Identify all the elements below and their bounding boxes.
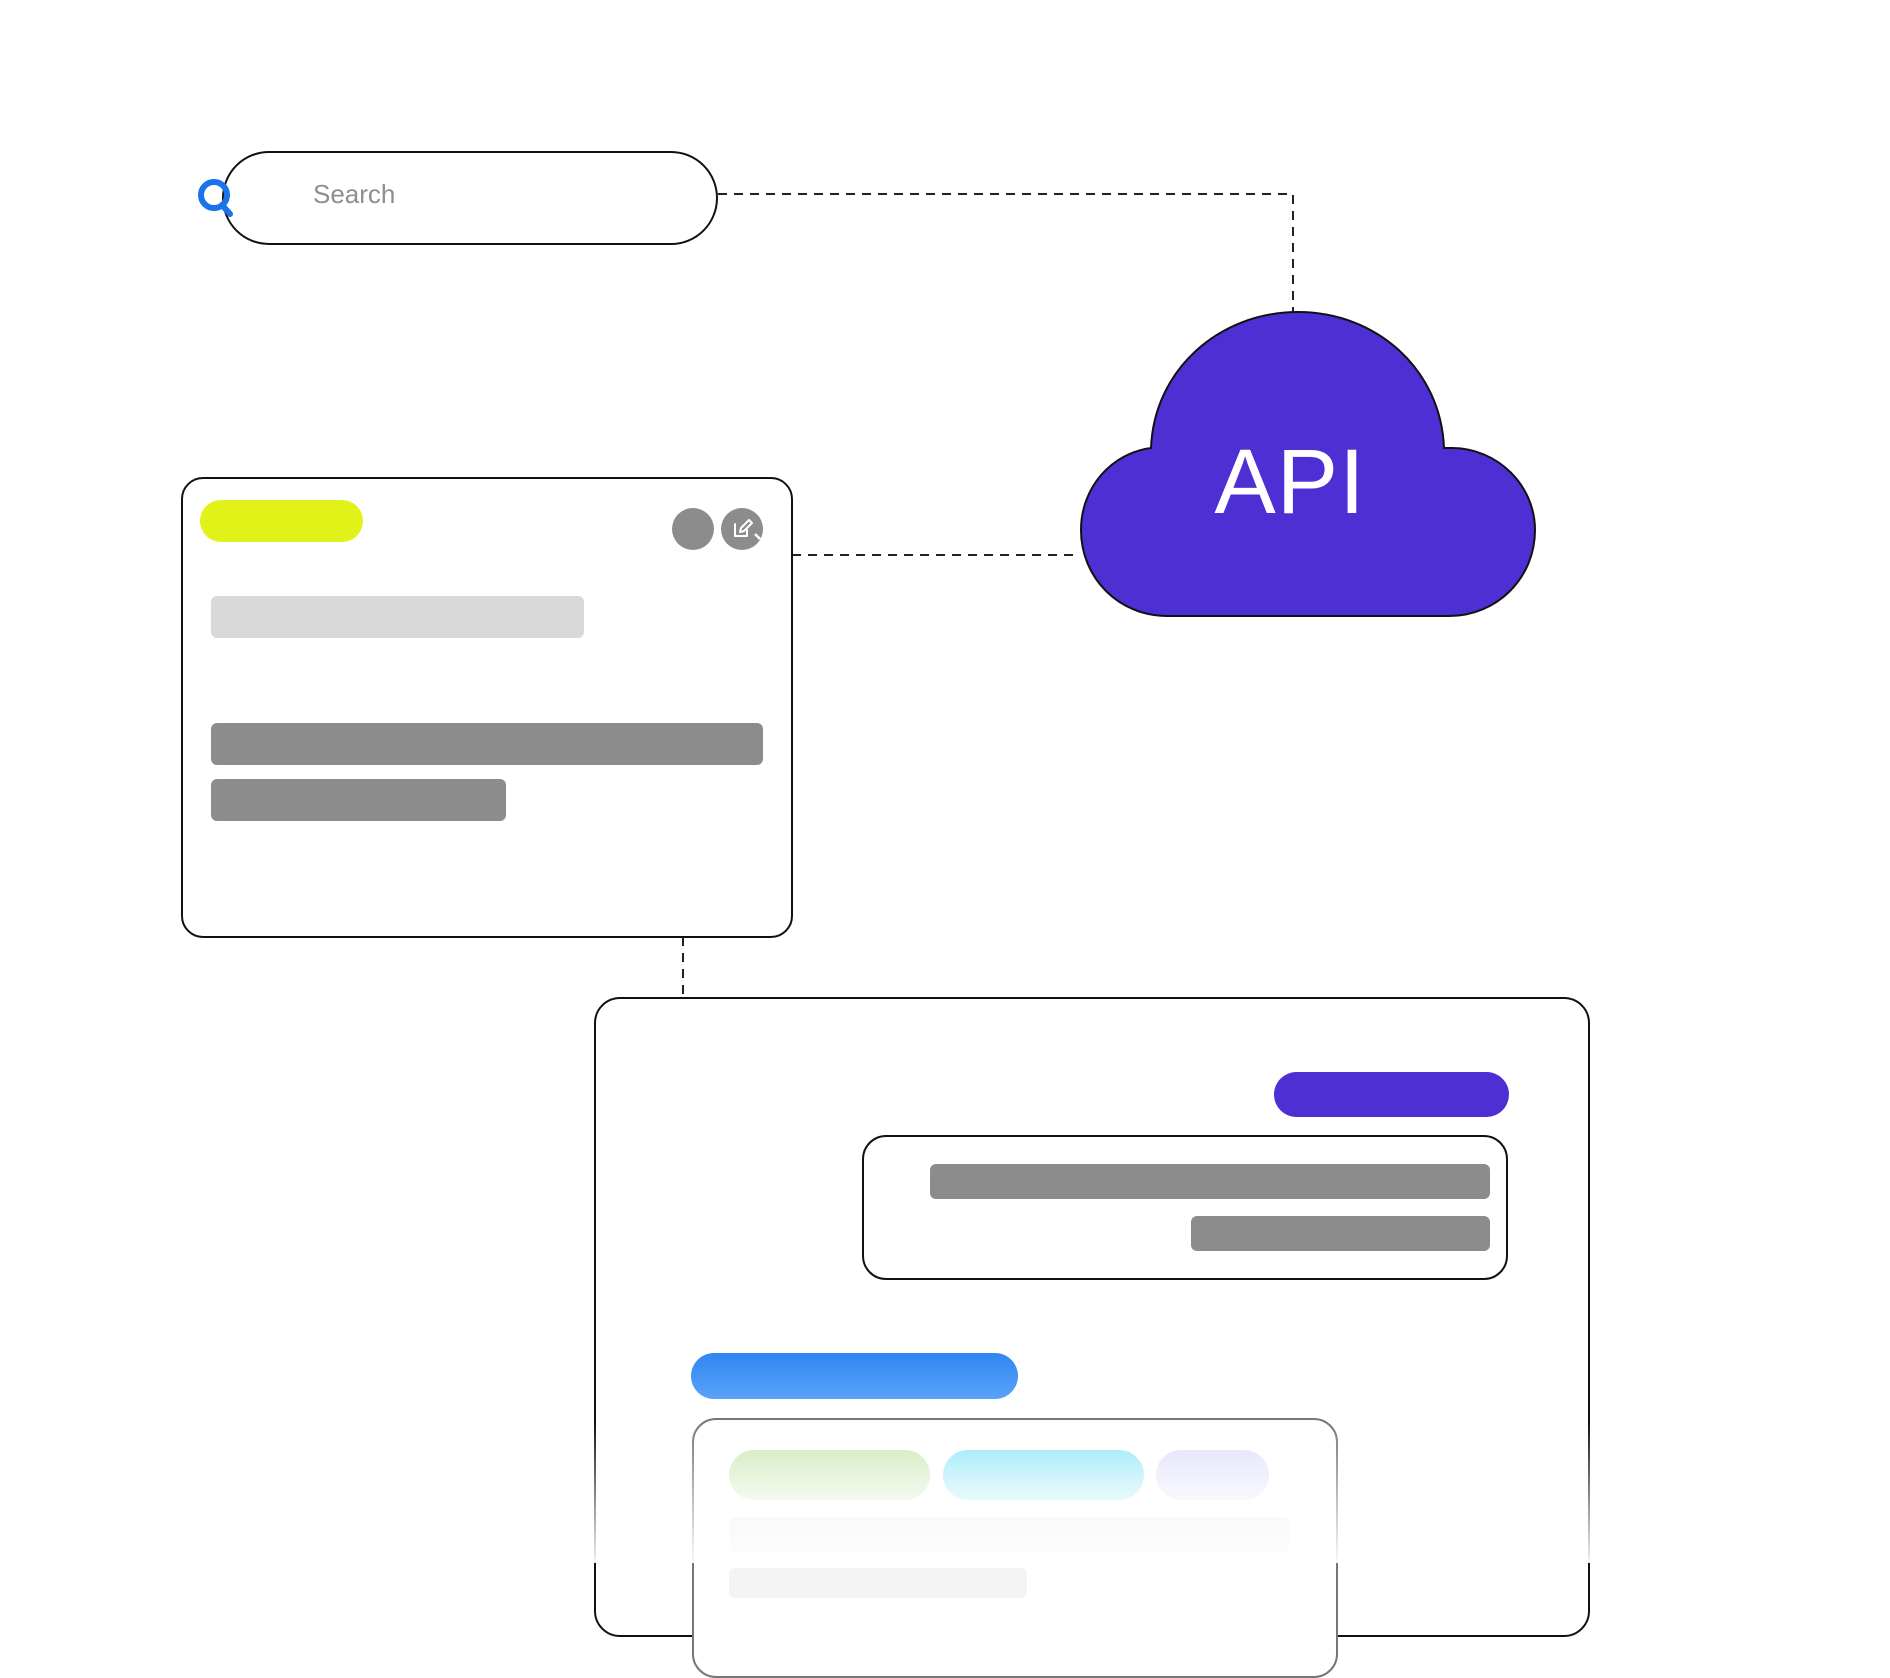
header-pill — [1274, 1072, 1509, 1117]
nested-line-2 — [729, 1568, 1027, 1598]
search-placeholder: Search — [313, 179, 396, 209]
lavender-tag — [1156, 1450, 1269, 1500]
result-card[interactable] — [181, 477, 793, 938]
cyan-tag — [943, 1450, 1144, 1500]
api-label: API — [1214, 431, 1366, 533]
nested-line-1 — [729, 1517, 1289, 1552]
edit-button[interactable] — [721, 508, 763, 550]
message-line-2 — [1191, 1216, 1490, 1251]
connectors — [682, 193, 1294, 998]
message-line-1 — [930, 1164, 1490, 1199]
card-text-line-1 — [211, 723, 763, 765]
card-subtitle-placeholder — [211, 596, 584, 638]
search-icon[interactable] — [196, 176, 236, 220]
message-bubble — [862, 1135, 1508, 1280]
edit-icon — [734, 519, 761, 540]
api-cloud-icon — [1079, 310, 1537, 617]
section-pill — [691, 1353, 1018, 1399]
search-input[interactable] — [222, 151, 718, 245]
card-tag — [200, 500, 363, 542]
card-action-button[interactable] — [672, 508, 714, 550]
card-text-line-2 — [211, 779, 506, 821]
green-tag — [729, 1450, 930, 1500]
search-to-api-connector — [718, 193, 1294, 312]
